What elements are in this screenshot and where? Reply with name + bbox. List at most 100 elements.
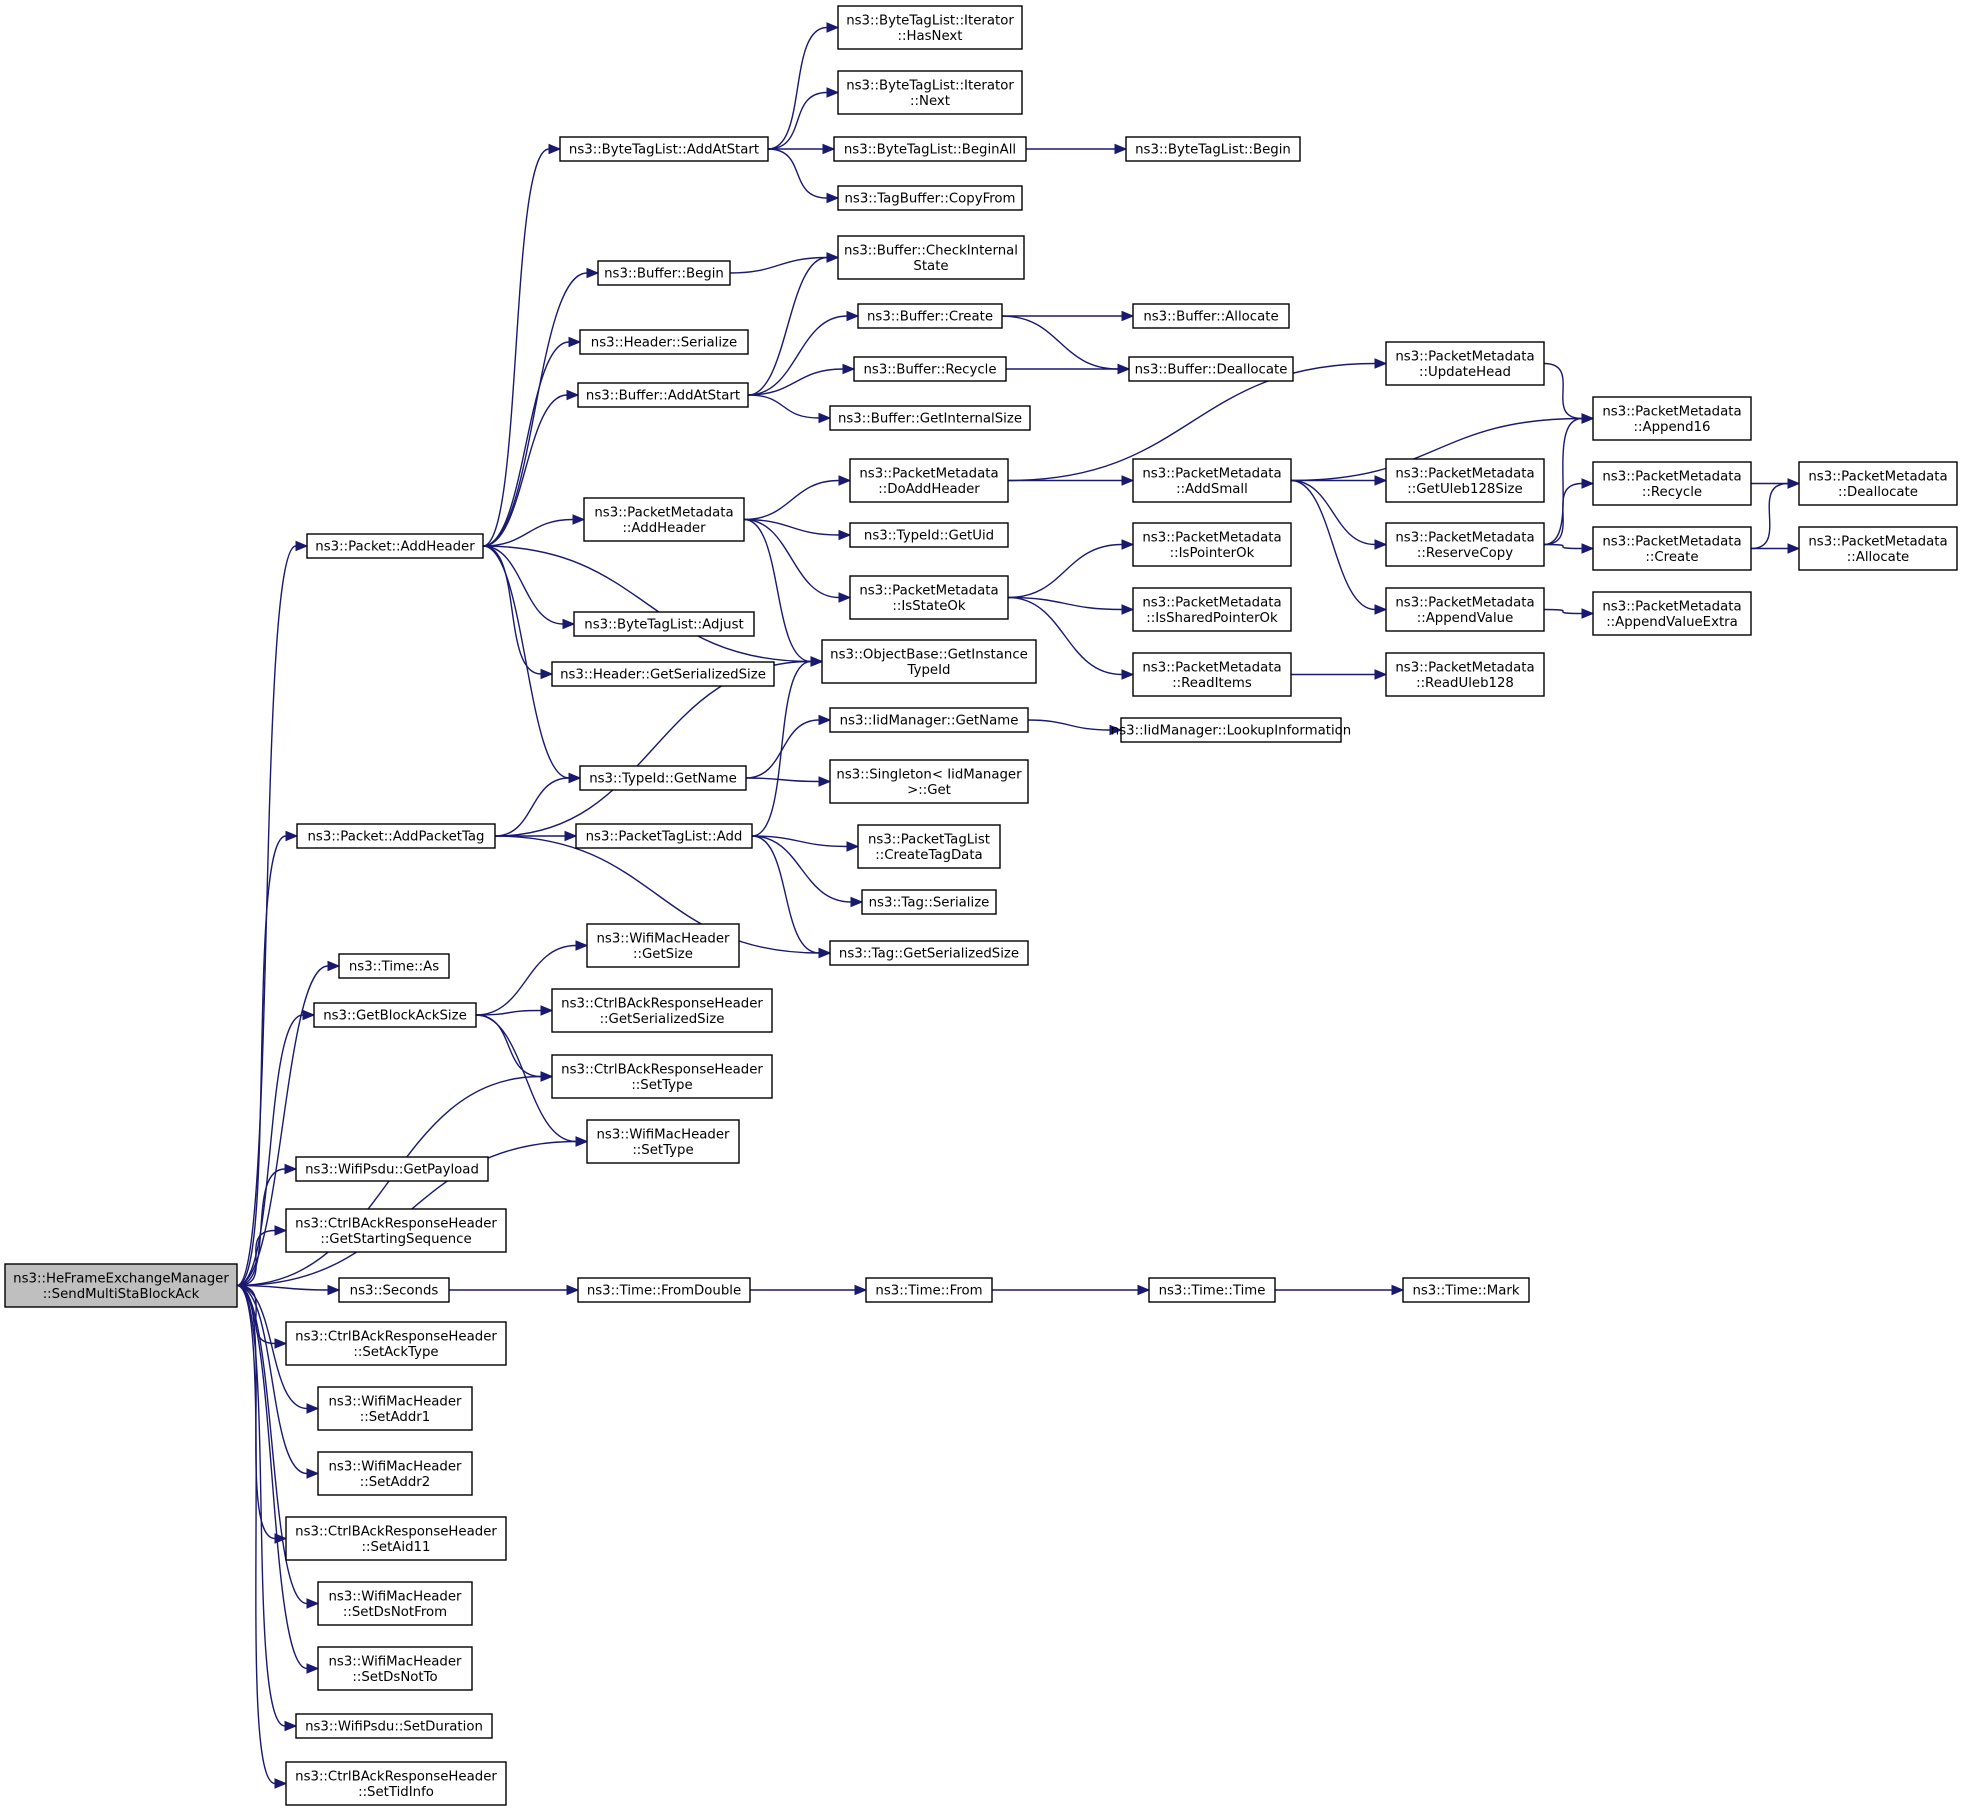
node-buf-allocate[interactable]: ns3::Buffer::Allocate [1132, 303, 1290, 329]
node-set-addr1[interactable]: ns3::WifiMacHeader::SetAddr1 [317, 1386, 473, 1431]
edge-add-header-to-buf-begin [482, 267, 600, 547]
node-pm-get-uleb128-size[interactable]: ns3::PacketMetadata::GetUleb128Size [1385, 458, 1545, 503]
node-label-line: ns3::Buffer::Allocate [1143, 310, 1278, 325]
node-time-mark[interactable]: ns3::Time::Mark [1402, 1277, 1530, 1303]
node-label-line: ::DoAddHeader [878, 482, 980, 497]
node-get-starting-seq[interactable]: ns3::CtrlBAckResponseHeader::GetStarting… [285, 1208, 507, 1253]
node-buf-recycle[interactable]: ns3::Buffer::Recycle [853, 356, 1007, 382]
node-label-line: ns3::CtrlBAckResponseHeader [295, 1524, 497, 1539]
node-get-payload[interactable]: ns3::WifiPsdu::GetPayload [295, 1156, 489, 1182]
node-hdr-serialize[interactable]: ns3::Header::Serialize [579, 329, 749, 355]
node-label-line: ::CreateTagData [875, 848, 982, 863]
node-iid-get-name[interactable]: ns3::IidManager::GetName [829, 707, 1029, 733]
node-time-from-double[interactable]: ns3::Time::FromDouble [577, 1277, 751, 1303]
node-box [1120, 717, 1342, 743]
node-pm-deallocate[interactable]: ns3::PacketMetadata::Deallocate [1798, 461, 1958, 506]
node-buf-deallocate[interactable]: ns3::Buffer::Deallocate [1128, 356, 1294, 382]
node-hdr-get-ser-size[interactable]: ns3::Header::GetSerializedSize [551, 661, 775, 687]
edge-pm-read-items-to-pm-read-uleb128 [1291, 669, 1388, 680]
node-add-packet-tag[interactable]: ns3::Packet::AddPacketTag [296, 823, 496, 849]
node-seconds[interactable]: ns3::Seconds [338, 1277, 450, 1303]
node-label-line: ::SetDsNotTo [352, 1670, 437, 1685]
node-get-block-ack-size[interactable]: ns3::GetBlockAckSize [313, 1002, 477, 1028]
node-box [1385, 587, 1545, 632]
node-type-id-get-name[interactable]: ns3::TypeId::GetName [579, 765, 747, 791]
node-box [317, 1386, 473, 1431]
node-pm-append-value[interactable]: ns3::PacketMetadata::AppendValue [1385, 587, 1545, 632]
edge-arrowhead-icon [1121, 669, 1135, 680]
node-label-line: ::SetDsNotFrom [343, 1605, 447, 1620]
edge-add-header-to-buf-add-at-start [482, 389, 580, 547]
node-pm-allocate[interactable]: ns3::PacketMetadata::Allocate [1798, 526, 1958, 571]
edge-get-block-ack-size-to-ctrl-set-type [475, 1014, 554, 1082]
node-root[interactable]: ns3::HeFrameExchangeManager::SendMultiSt… [4, 1263, 238, 1308]
edge-arrowhead-icon [818, 947, 832, 959]
edge-arrowhead-icon [540, 1071, 554, 1082]
node-type-id-get-uid[interactable]: ns3::TypeId::GetUid [849, 522, 1009, 548]
edge-get-block-ack-size-to-wifi-set-type [475, 1014, 589, 1147]
node-it-next[interactable]: ns3::ByteTagList::Iterator::Next [837, 70, 1023, 115]
node-ptl-create-tag-data[interactable]: ns3::PacketTagList::CreateTagData [857, 824, 1001, 869]
node-pm-read-items[interactable]: ns3::PacketMetadata::ReadItems [1132, 652, 1292, 697]
edge-line [482, 148, 550, 547]
node-pm-is-pointer-ok[interactable]: ns3::PacketMetadata::IsPointerOk [1132, 522, 1292, 567]
node-label-line: ns3::PacketMetadata [1142, 595, 1281, 610]
node-it-has-next[interactable]: ns3::ByteTagList::Iterator::HasNext [837, 5, 1023, 50]
node-iid-lookup-info[interactable]: ns3::IidManager::LookupInformation [1111, 717, 1351, 743]
node-pm-is-shared-pointer-ok[interactable]: ns3::PacketMetadata::IsSharedPointerOk [1132, 587, 1292, 632]
node-box [575, 823, 753, 849]
node-pm-append16[interactable]: ns3::PacketMetadata::Append16 [1592, 396, 1752, 441]
node-pm-is-state-ok[interactable]: ns3::PacketMetadata::IsStateOk [849, 575, 1009, 620]
node-time-from[interactable]: ns3::Time::From [865, 1277, 993, 1303]
node-add-header[interactable]: ns3::Packet::AddHeader [306, 533, 484, 559]
node-buf-get-internal-size[interactable]: ns3::Buffer::GetInternalSize [829, 405, 1031, 431]
node-pm-read-uleb128[interactable]: ns3::PacketMetadata::ReadUleb128 [1385, 652, 1545, 697]
node-box [1385, 458, 1545, 503]
node-set-duration[interactable]: ns3::WifiPsdu::SetDuration [295, 1713, 493, 1739]
node-set-aid11[interactable]: ns3::CtrlBAckResponseHeader::SetAid11 [285, 1516, 507, 1561]
node-wifi-set-type[interactable]: ns3::WifiMacHeader::SetType [586, 1119, 740, 1164]
node-btl-begin[interactable]: ns3::ByteTagList::Begin [1125, 136, 1301, 162]
node-time-as[interactable]: ns3::Time::As [338, 953, 450, 979]
edge-line [745, 777, 820, 783]
node-set-ack-type[interactable]: ns3::CtrlBAckResponseHeader::SetAckType [285, 1321, 507, 1366]
node-pm-recycle[interactable]: ns3::PacketMetadata::Recycle [1592, 461, 1752, 506]
node-singleton-get[interactable]: ns3::Singleton< IidManager>::Get [829, 759, 1029, 804]
node-buf-create[interactable]: ns3::Buffer::Create [857, 303, 1003, 329]
node-set-ds-not-to[interactable]: ns3::WifiMacHeader::SetDsNotTo [317, 1646, 473, 1691]
node-tag-serialize[interactable]: ns3::Tag::Serialize [861, 889, 997, 915]
node-btl-add-at-start[interactable]: ns3::ByteTagList::AddAtStart [559, 136, 769, 162]
node-pm-update-head[interactable]: ns3::PacketMetadata::UpdateHead [1385, 341, 1545, 386]
node-ctrl-get-ser-size[interactable]: ns3::CtrlBAckResponseHeader::GetSerializ… [551, 988, 773, 1033]
node-pm-add-header[interactable]: ns3::PacketMetadata::AddHeader [583, 497, 745, 542]
node-box [317, 1581, 473, 1626]
node-ptl-add[interactable]: ns3::PacketTagList::Add [575, 823, 753, 849]
node-btl-begin-all[interactable]: ns3::ByteTagList::BeginAll [833, 136, 1027, 162]
node-box [583, 497, 745, 542]
node-label-line: ns3::WifiPsdu::GetPayload [305, 1163, 479, 1178]
node-set-ds-not-from[interactable]: ns3::WifiMacHeader::SetDsNotFrom [317, 1581, 473, 1626]
node-pm-append-value-extra[interactable]: ns3::PacketMetadata::AppendValueExtra [1592, 591, 1752, 636]
node-tb-copy-from[interactable]: ns3::TagBuffer::CopyFrom [837, 185, 1023, 211]
edge-line [236, 1284, 308, 1475]
edge-line [236, 965, 329, 1287]
node-set-addr2[interactable]: ns3::WifiMacHeader::SetAddr2 [317, 1451, 473, 1496]
node-pm-create[interactable]: ns3::PacketMetadata::Create [1592, 526, 1752, 571]
edge-line [747, 394, 820, 419]
node-pm-add-small[interactable]: ns3::PacketMetadata::AddSmall [1132, 458, 1292, 503]
node-buf-begin[interactable]: ns3::Buffer::Begin [597, 260, 731, 286]
node-time-time[interactable]: ns3::Time::Time [1148, 1277, 1276, 1303]
node-ctrl-set-type[interactable]: ns3::CtrlBAckResponseHeader::SetType [551, 1054, 773, 1099]
node-btl-adjust[interactable]: ns3::ByteTagList::Adjust [573, 611, 755, 637]
node-pm-reserve-copy[interactable]: ns3::PacketMetadata::ReserveCopy [1385, 522, 1545, 567]
node-buf-add-at-start[interactable]: ns3::Buffer::AddAtStart [577, 382, 749, 408]
node-set-tid-info[interactable]: ns3::CtrlBAckResponseHeader::SetTidInfo [285, 1761, 507, 1806]
node-box [1592, 591, 1752, 636]
edge-line [1007, 596, 1123, 676]
node-tag-get-ser-size[interactable]: ns3::Tag::GetSerializedSize [829, 940, 1029, 966]
node-pm-do-add-header[interactable]: ns3::PacketMetadata::DoAddHeader [849, 458, 1009, 503]
node-wmh-get-size[interactable]: ns3::WifiMacHeader::GetSize [586, 923, 740, 968]
edge-line [1750, 482, 1789, 550]
